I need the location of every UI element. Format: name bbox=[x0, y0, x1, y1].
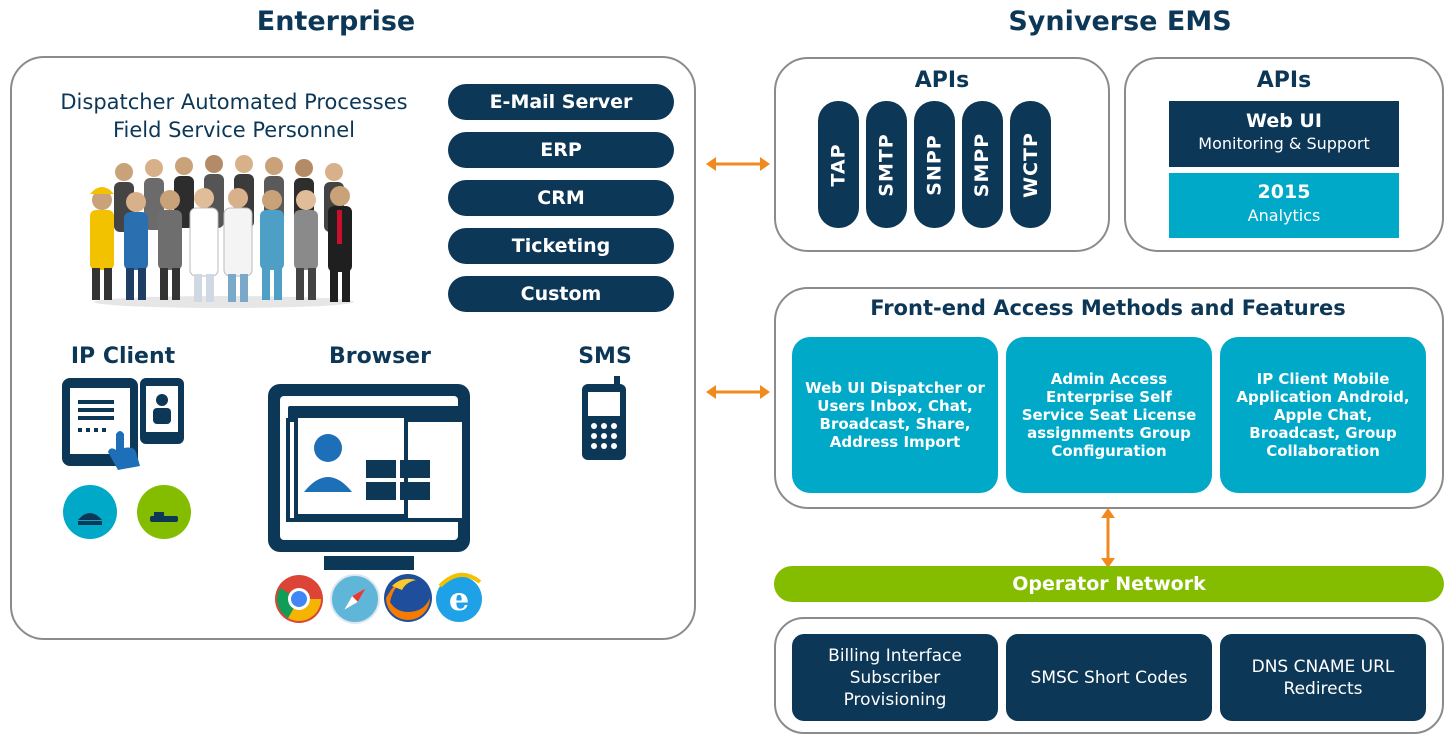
double-arrow-icon bbox=[706, 385, 770, 399]
api-snpp: SNPP bbox=[914, 101, 955, 228]
feature-ip-client-mobile: IP Client Mobile Application Android, Ap… bbox=[1220, 337, 1426, 493]
tablet-touch-icon bbox=[62, 378, 184, 470]
api-snpp-label: SNPP bbox=[923, 133, 946, 196]
system-crm: CRM bbox=[448, 180, 674, 216]
browser-label: Browser bbox=[329, 344, 431, 369]
enterprise-heading: Enterprise bbox=[256, 6, 416, 37]
personas-line-1: Dispatcher Automated Processes bbox=[60, 90, 408, 114]
analytics-subtitle: Analytics bbox=[1247, 206, 1321, 225]
backend-dns-cname: DNS CNAME URL Redirects bbox=[1220, 634, 1426, 721]
feature-phone-icon bbox=[582, 376, 626, 460]
system-erp: ERP bbox=[448, 132, 674, 168]
system-custom: Custom bbox=[448, 276, 674, 312]
operator-network-bar: Operator Network bbox=[774, 566, 1444, 602]
double-arrow-icon bbox=[1101, 508, 1115, 568]
ems-heading: Syniverse EMS bbox=[1008, 6, 1232, 37]
apple-store-icon bbox=[137, 485, 191, 539]
ip-client-label: IP Client bbox=[70, 344, 176, 369]
android-store-icon bbox=[63, 485, 117, 539]
personas-line-2: Field Service Personnel bbox=[112, 118, 356, 142]
apis-left-title: APIs bbox=[914, 68, 970, 93]
internet-explorer-icon: e bbox=[436, 573, 482, 622]
firefox-icon bbox=[384, 574, 432, 622]
web-ui-subtitle: Monitoring & Support bbox=[1198, 134, 1370, 153]
feature-web-ui-dispatcher: Web UI Dispatcher or Users Inbox, Chat, … bbox=[792, 337, 998, 493]
feature-admin-access: Admin Access Enterprise Self Service Sea… bbox=[1006, 337, 1212, 493]
svg-text:e: e bbox=[449, 580, 469, 618]
api-smpp-label: SMPP bbox=[971, 132, 994, 197]
web-ui-title: Web UI bbox=[1246, 110, 1322, 132]
chrome-icon bbox=[275, 575, 323, 623]
sms-label: SMS bbox=[578, 344, 632, 369]
personas-caption: Dispatcher Automated Processes Field Ser… bbox=[18, 88, 450, 144]
api-smtp-label: SMTP bbox=[875, 132, 898, 197]
api-wctp: WCTP bbox=[1010, 101, 1051, 228]
double-arrow-icon bbox=[706, 157, 770, 171]
api-smpp: SMPP bbox=[962, 101, 1003, 228]
safari-icon bbox=[330, 574, 380, 624]
api-wctp-label: WCTP bbox=[1019, 131, 1042, 198]
system-email-server: E-Mail Server bbox=[448, 84, 674, 120]
web-ui-box: Web UI Monitoring & Support bbox=[1169, 101, 1399, 167]
browser-monitor-icon bbox=[268, 384, 470, 570]
system-ticketing: Ticketing bbox=[448, 228, 674, 264]
api-smtp: SMTP bbox=[866, 101, 907, 228]
analytics-box: 2015 Analytics bbox=[1169, 173, 1399, 238]
api-tap-label: TAP bbox=[827, 142, 850, 187]
backend-smsc-short-codes: SMSC Short Codes bbox=[1006, 634, 1212, 721]
apis-right-title: APIs bbox=[1256, 68, 1312, 93]
people-group-icon bbox=[90, 155, 354, 308]
api-tap: TAP bbox=[818, 101, 859, 228]
frontend-title: Front-end Access Methods and Features bbox=[870, 296, 1346, 320]
analytics-title: 2015 bbox=[1257, 181, 1311, 203]
backend-billing-interface: Billing Interface Subscriber Provisionin… bbox=[792, 634, 998, 721]
